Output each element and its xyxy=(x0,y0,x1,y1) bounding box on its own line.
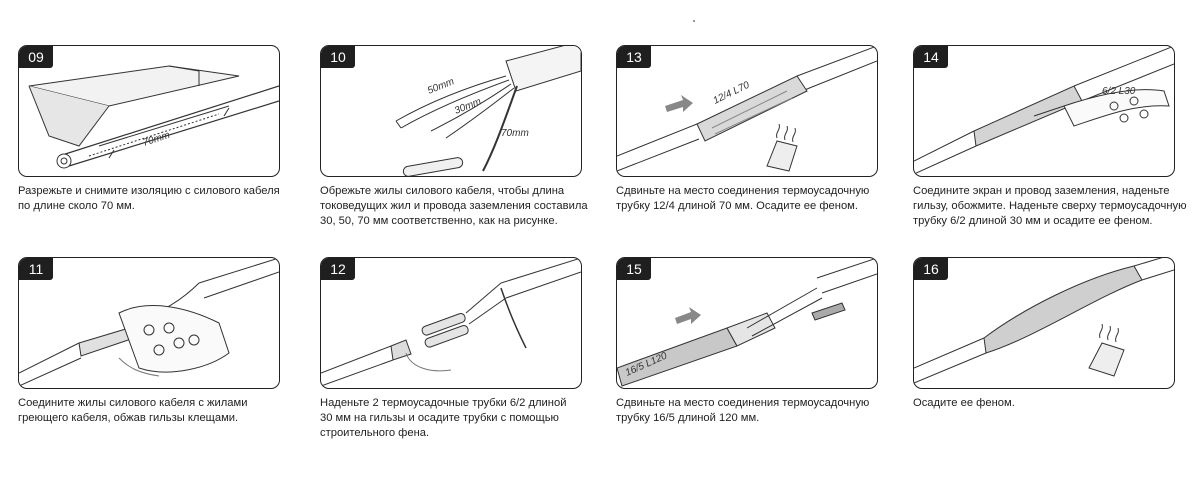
caption-line: Наденьте 2 термоусадочные трубки 6/2 дли… xyxy=(320,397,567,409)
stray-dot xyxy=(693,20,695,22)
step-15: 15 16/5 L120 Сдвиньте на место соединени… xyxy=(616,257,878,426)
slide-arrow-icon xyxy=(665,95,693,112)
step-caption: Соедините жилы силового кабеля с жилами … xyxy=(18,396,300,426)
caption-line: Соедините жилы силового кабеля с жилами xyxy=(18,397,248,409)
step-12: 12 Наденьте 2 термоусадочные трубки 6/2 … xyxy=(320,257,582,441)
step-number: 11 xyxy=(19,258,53,280)
step-caption: Обрежьте жилы силового кабеля, чтобы дли… xyxy=(320,184,602,229)
step-number: 13 xyxy=(617,46,651,68)
step-number: 09 xyxy=(19,46,53,68)
step-panel: 15 16/5 L120 xyxy=(616,257,878,389)
step-panel: 09 70mm xyxy=(18,45,280,177)
caption-line: гильзу, обожмите. Наденьте сверху термоу… xyxy=(913,200,1187,212)
step-caption: Осадите ее феном. xyxy=(913,396,1195,411)
step-panel: 12 xyxy=(320,257,582,389)
step-number: 16 xyxy=(914,258,948,280)
step-13: 13 12/4 L70 Сдвиньте на место соединения… xyxy=(616,45,878,214)
shrink-final-illustration xyxy=(914,258,1174,384)
caption-line: трубку 6/2 длиной 30 мм и осадите ее фен… xyxy=(913,215,1153,227)
heatshrink-tube-illustration: 12/4 L70 xyxy=(617,46,877,172)
caption-line: греющего кабеля, обжав гильзы клещами. xyxy=(18,412,239,424)
step-caption: Сдвиньте на место соединения термоусадоч… xyxy=(616,396,898,426)
caption-line: 30, 50, 70 мм соответственно, как на рис… xyxy=(320,215,558,227)
caption-line: Осадите ее феном. xyxy=(913,397,1015,409)
caption-line: строительного фена. xyxy=(320,427,430,439)
length-label-70: 70mm xyxy=(501,128,529,139)
crimp-shield-illustration: 6/2 L30 xyxy=(914,46,1174,175)
step-caption: Сдвиньте на место соединения термоусадоч… xyxy=(616,184,898,214)
step-09: 09 70mm Разрежьте и снимите изоляцию с с… xyxy=(18,45,280,214)
step-number: 12 xyxy=(321,258,355,280)
step-panel: 16 xyxy=(913,257,1175,389)
step-14: 14 6/2 L30 Соедините экран и провод зазе… xyxy=(913,45,1187,229)
caption-line: 30 мм на гильзы и осадите трубки с помощ… xyxy=(320,412,559,424)
step-11: 11 Соедините жилы силового кабеля с жила… xyxy=(18,257,280,426)
step-number: 10 xyxy=(321,46,355,68)
dimension-label: 70mm xyxy=(142,130,172,149)
tube-label: 6/2 L30 xyxy=(1102,86,1136,97)
length-label-30: 30mm xyxy=(453,96,483,117)
caption-line: Разрежьте и снимите изоляцию с силового … xyxy=(18,185,280,197)
caption-line: трубку 16/5 длиной 120 мм. xyxy=(616,412,760,424)
step-panel: 11 xyxy=(18,257,280,389)
step-16: 16 Осадите ее феном. xyxy=(913,257,1175,411)
slide-arrow-icon xyxy=(675,307,701,324)
step-panel: 13 12/4 L70 xyxy=(616,45,878,177)
step-panel: 10 50mm 30mm 70mm xyxy=(320,45,582,177)
caption-line: по длине сколо 70 мм. xyxy=(18,200,135,212)
large-heatshrink-illustration: 16/5 L120 xyxy=(617,258,877,387)
length-label-50: 50mm xyxy=(426,76,456,97)
crimp-conductors-illustration xyxy=(19,258,279,387)
step-10: 10 50mm 30mm 70mm Обрежьте жилы силового… xyxy=(320,45,588,229)
trim-conductors-illustration: 50mm 30mm 70mm xyxy=(395,46,581,176)
step-panel: 14 6/2 L30 xyxy=(913,45,1175,177)
step-caption: Разрежьте и снимите изоляцию с силового … xyxy=(18,184,300,214)
step-caption: Наденьте 2 термоусадочные трубки 6/2 дли… xyxy=(320,396,602,441)
caption-line: трубку 12/4 длиной 70 мм. Осадите ее фен… xyxy=(616,200,858,212)
sleeve-tubes-illustration xyxy=(321,258,581,387)
caption-line: Обрежьте жилы силового кабеля, чтобы дли… xyxy=(320,185,565,197)
caption-line: Сдвиньте на место соединения термоусадоч… xyxy=(616,397,870,409)
step-number: 14 xyxy=(914,46,948,68)
caption-line: Сдвиньте на место соединения термоусадоч… xyxy=(616,185,870,197)
step-number: 15 xyxy=(617,258,651,280)
caption-line: токоведущих жил и провода заземления сос… xyxy=(320,200,588,212)
strip-insulation-illustration: 70mm xyxy=(28,65,279,169)
step-caption: Соедините экран и провод заземления, над… xyxy=(913,184,1195,229)
caption-line: Соедините экран и провод заземления, над… xyxy=(913,185,1170,197)
